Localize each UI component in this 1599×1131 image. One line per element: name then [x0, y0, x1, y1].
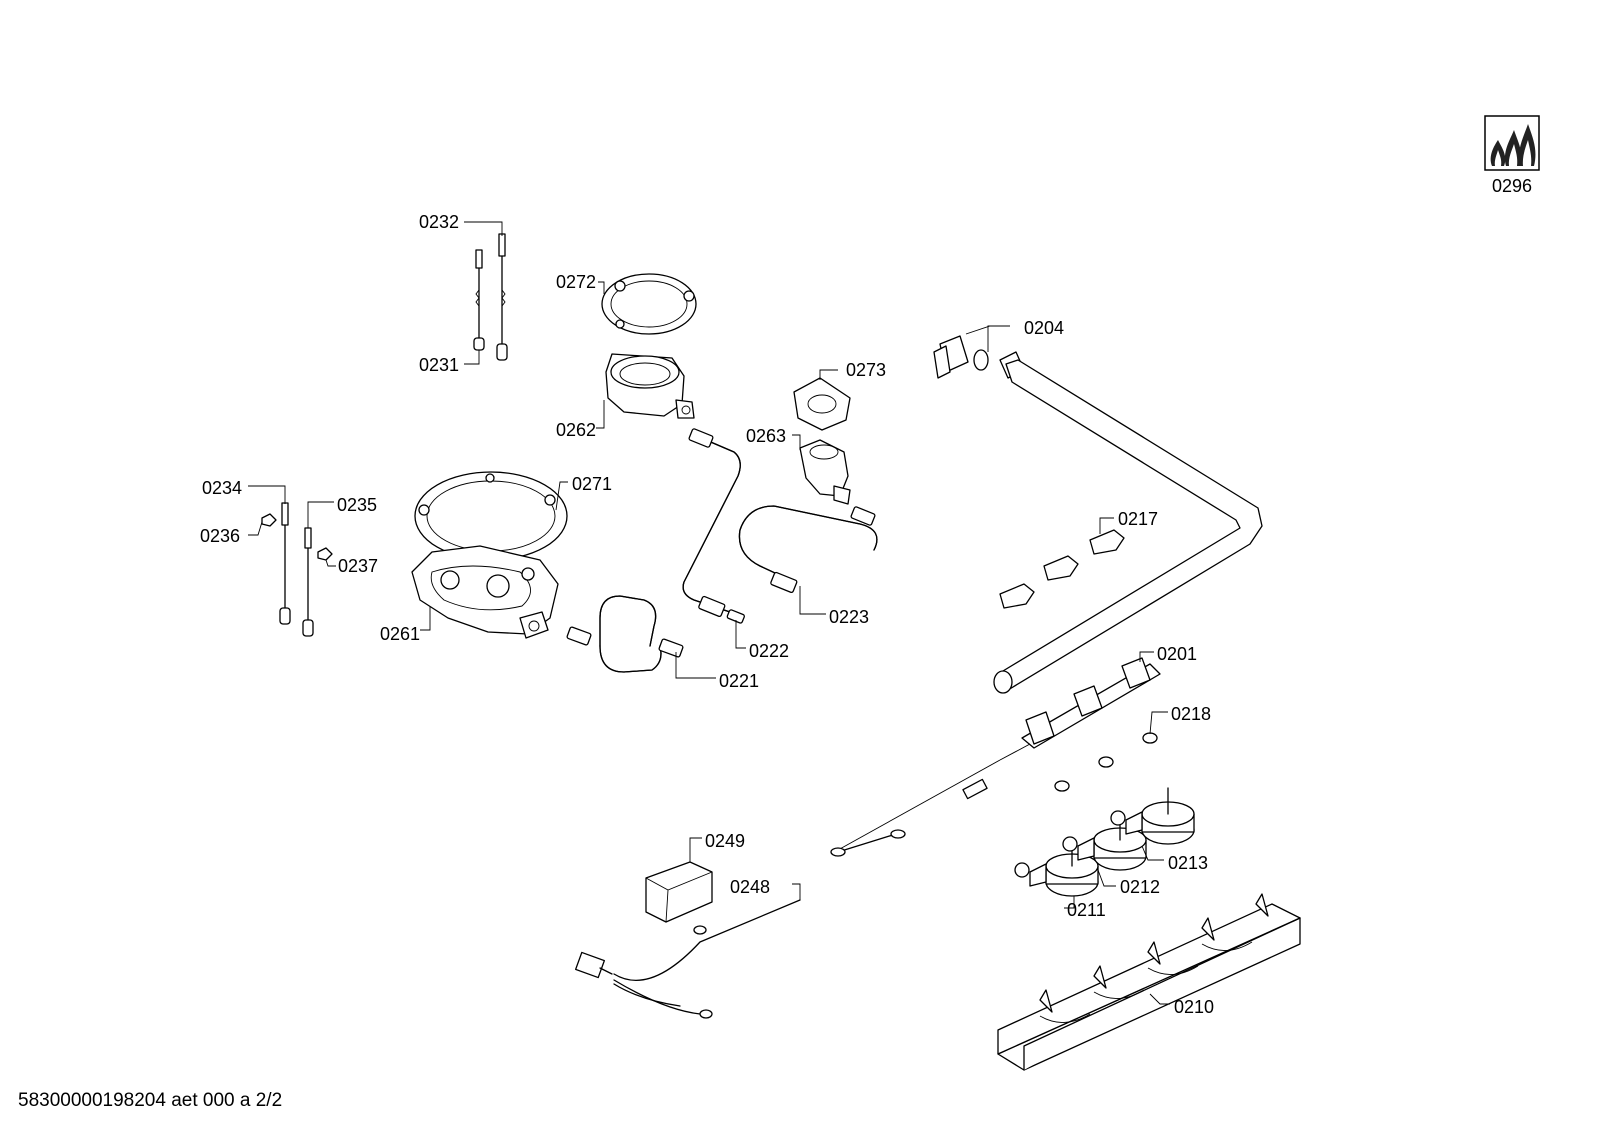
- ignition-module: [645, 861, 713, 923]
- label-0235: 0235: [337, 495, 377, 515]
- retaining-clips: [999, 529, 1125, 609]
- small-burner-housing: [799, 439, 851, 505]
- burner-housing-small: [605, 353, 695, 419]
- small-nuts: [1054, 732, 1158, 792]
- label-0213: 0213: [1168, 853, 1208, 873]
- small-gasket: [793, 377, 851, 431]
- label-0271: 0271: [572, 474, 612, 494]
- label-0221: 0221: [719, 671, 759, 691]
- label-0201: 0201: [1157, 644, 1197, 664]
- switch-bracket-rail: [837, 657, 1161, 851]
- label-0272: 0272: [556, 272, 596, 292]
- label-0248: 0248: [730, 877, 770, 897]
- gas-inlet-pipe: [933, 335, 1263, 694]
- document-id-footer: 58300000198204 aet 000 a 2/2: [18, 1090, 283, 1111]
- valve-holder-base: [997, 893, 1301, 1071]
- label-0234: 0234: [202, 478, 242, 498]
- part-labels: 0296 0232 0231 0272 0262 0273 0263 0204 …: [200, 176, 1532, 1017]
- label-0263: 0263: [746, 426, 786, 446]
- label-0222: 0222: [749, 641, 789, 661]
- gas-tube-u-bend: [566, 595, 684, 673]
- label-0232: 0232: [419, 212, 459, 232]
- leader-lines: [248, 221, 1170, 1005]
- label-0231: 0231: [419, 355, 459, 375]
- label-0212: 0212: [1120, 877, 1160, 897]
- label-0237: 0237: [338, 556, 378, 576]
- wiring-harness: [574, 829, 906, 1019]
- label-0273: 0273: [846, 360, 886, 380]
- label-0249: 0249: [705, 831, 745, 851]
- thermocouple-pair-top: [473, 233, 508, 361]
- label-0204: 0204: [1024, 318, 1064, 338]
- label-0296: 0296: [1492, 176, 1532, 196]
- label-0236: 0236: [200, 526, 240, 546]
- label-0217: 0217: [1118, 509, 1158, 529]
- label-0262: 0262: [556, 420, 596, 440]
- burner-gasket-top: [601, 273, 697, 335]
- label-0211: 0211: [1067, 900, 1106, 920]
- gas-tube-curved: [738, 505, 878, 594]
- label-0218: 0218: [1171, 704, 1211, 724]
- label-0223: 0223: [829, 607, 869, 627]
- label-0261: 0261: [380, 624, 420, 644]
- burner-gasket-large: [414, 471, 568, 561]
- burner-housing-large: [411, 545, 559, 639]
- gas-flame-symbol-icon: [1484, 115, 1540, 171]
- gas-valves: [1014, 787, 1195, 897]
- gas-tube-long: [682, 428, 745, 624]
- thermocouple-pair-left: [261, 502, 333, 637]
- label-0210: 0210: [1174, 997, 1214, 1017]
